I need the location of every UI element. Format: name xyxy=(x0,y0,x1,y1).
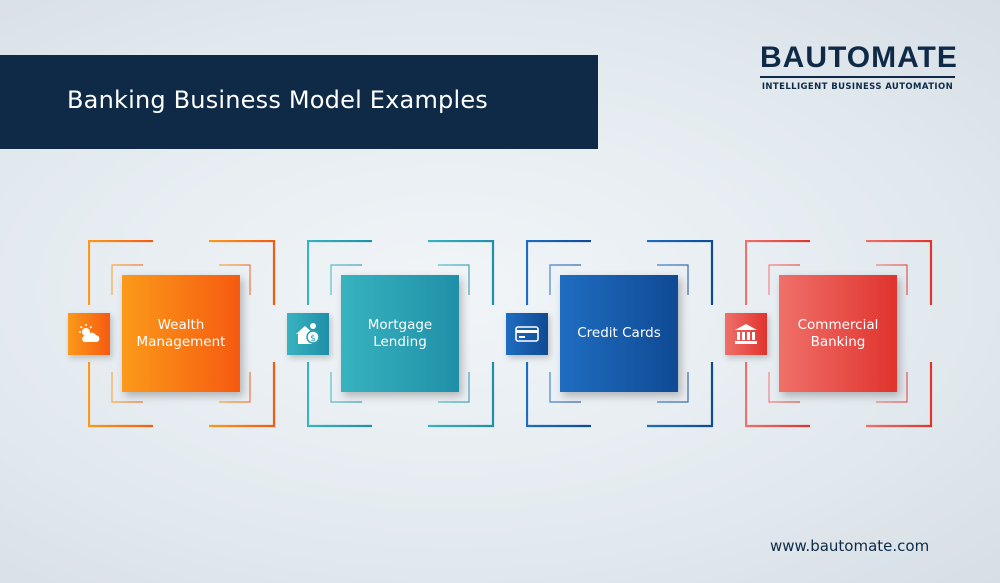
logo: BAUTOMATE INTELLIGENT BUSINESS AUTOMATIO… xyxy=(760,41,958,92)
card-label-line1: Credit Cards xyxy=(577,325,661,341)
sun-cloud-icon xyxy=(68,313,110,355)
website-link[interactable]: www.bautomate.com xyxy=(770,537,930,555)
logo-tagline: INTELLIGENT BUSINESS AUTOMATION xyxy=(761,82,954,92)
card-commercial: Commercial Banking xyxy=(725,240,935,430)
card-label-line1: Wealth xyxy=(157,316,205,333)
card-box: Credit Cards xyxy=(560,275,678,392)
logo-name: BAUTOMATE xyxy=(760,41,958,74)
title-banner: Banking Business Model Examples xyxy=(0,55,598,149)
card-label-line2: Management xyxy=(136,333,226,350)
card-label-line2: Lending xyxy=(373,333,427,350)
bank-building-icon xyxy=(725,313,767,355)
page-title: Banking Business Model Examples xyxy=(67,86,488,114)
card-box: Mortgage Lending xyxy=(341,275,459,392)
card-mortgage: Mortgage Lending $ xyxy=(287,240,497,430)
house-dollar-icon: $ xyxy=(287,313,329,355)
svg-text:$: $ xyxy=(310,334,316,344)
bracket-frame xyxy=(745,240,933,428)
bracket-frame xyxy=(307,240,495,428)
bracket-frame xyxy=(526,240,714,428)
card-credit-cards: Credit Cards xyxy=(506,240,716,430)
card-wealth: Wealth Management xyxy=(68,240,278,430)
card-box: Wealth Management xyxy=(122,275,240,392)
credit-card-icon xyxy=(506,313,548,355)
card-box: Commercial Banking xyxy=(779,275,897,392)
card-label-line1: Mortgage xyxy=(367,316,433,333)
card-label-line2: Banking xyxy=(810,333,866,350)
logo-divider xyxy=(760,76,955,78)
card-label-line1: Commercial xyxy=(797,316,879,333)
bracket-frame xyxy=(88,240,276,428)
